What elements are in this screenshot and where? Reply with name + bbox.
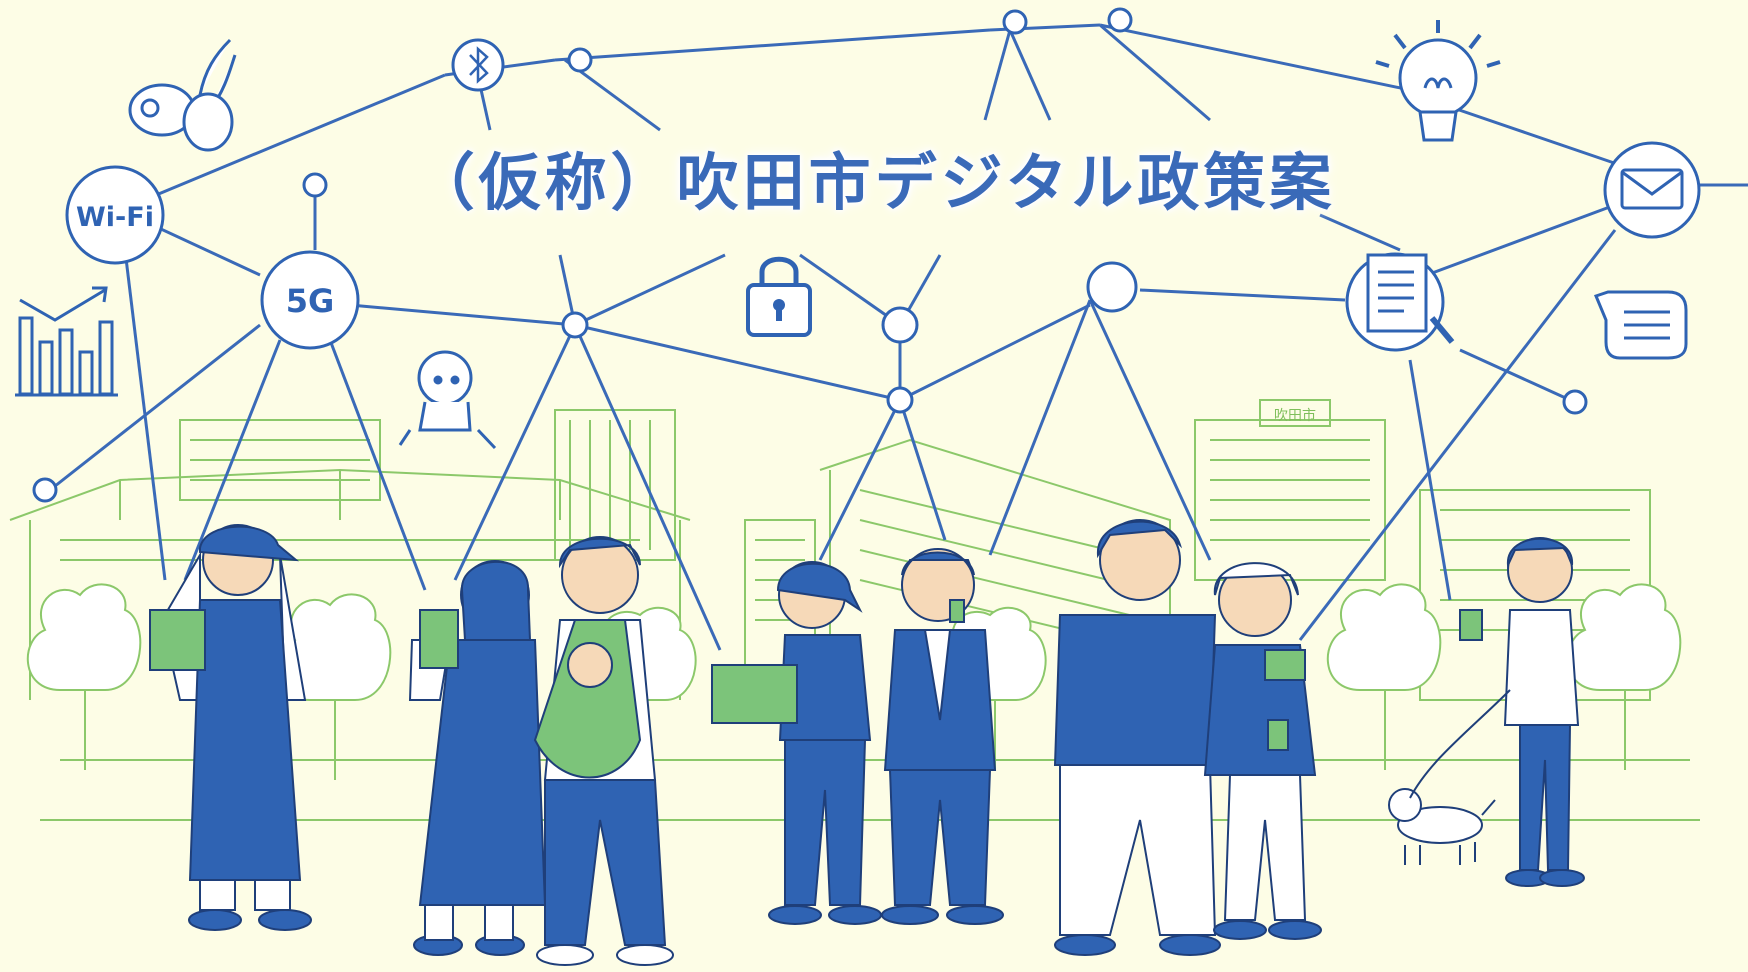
baby-icon xyxy=(398,350,497,450)
network-node xyxy=(32,477,58,503)
wifi-icon: Wi-Fi xyxy=(65,165,165,265)
bluetooth-icon xyxy=(451,38,505,92)
network-node xyxy=(302,172,328,198)
network-node xyxy=(1002,9,1028,35)
network-node xyxy=(886,386,914,414)
network-node xyxy=(561,311,589,339)
tree xyxy=(26,583,142,770)
person-elderly-woman xyxy=(1203,562,1322,940)
bar-chart-icon xyxy=(15,286,118,397)
earphones-icon xyxy=(128,38,237,152)
svg-text:5G: 5G xyxy=(286,282,335,320)
chat-bubble-icon xyxy=(1593,290,1688,360)
network-lines xyxy=(49,23,1748,651)
person-shopkeeper xyxy=(149,524,312,931)
network-node xyxy=(1086,261,1138,313)
network-node xyxy=(1562,389,1588,415)
network-nodes xyxy=(32,7,1588,503)
person-father-with-baby xyxy=(533,536,674,966)
mail-icon xyxy=(1603,141,1701,239)
document-search-icon xyxy=(1345,252,1455,352)
network-node xyxy=(567,47,593,73)
lightbulb-icon xyxy=(1375,20,1501,142)
lock-icon xyxy=(746,256,812,337)
page-title: （仮称）吹田市デジタル政策案 xyxy=(412,146,1336,219)
network-node xyxy=(881,306,919,344)
city-hall-sign: 吹田市 xyxy=(1274,407,1316,424)
dog-icon xyxy=(1388,689,1511,865)
5g-icon: 5G xyxy=(260,250,360,350)
tree xyxy=(1326,583,1442,770)
person-man-suit-phone xyxy=(881,548,1004,925)
svg-text:Wi-Fi: Wi-Fi xyxy=(76,202,154,233)
person-man-sweater xyxy=(1053,519,1221,956)
person-woman-apron xyxy=(408,560,547,956)
network-node xyxy=(1107,7,1133,33)
person-young-man xyxy=(1459,537,1585,887)
people xyxy=(149,519,1585,966)
tree xyxy=(1566,583,1682,770)
person-woman-laptop xyxy=(711,561,882,925)
